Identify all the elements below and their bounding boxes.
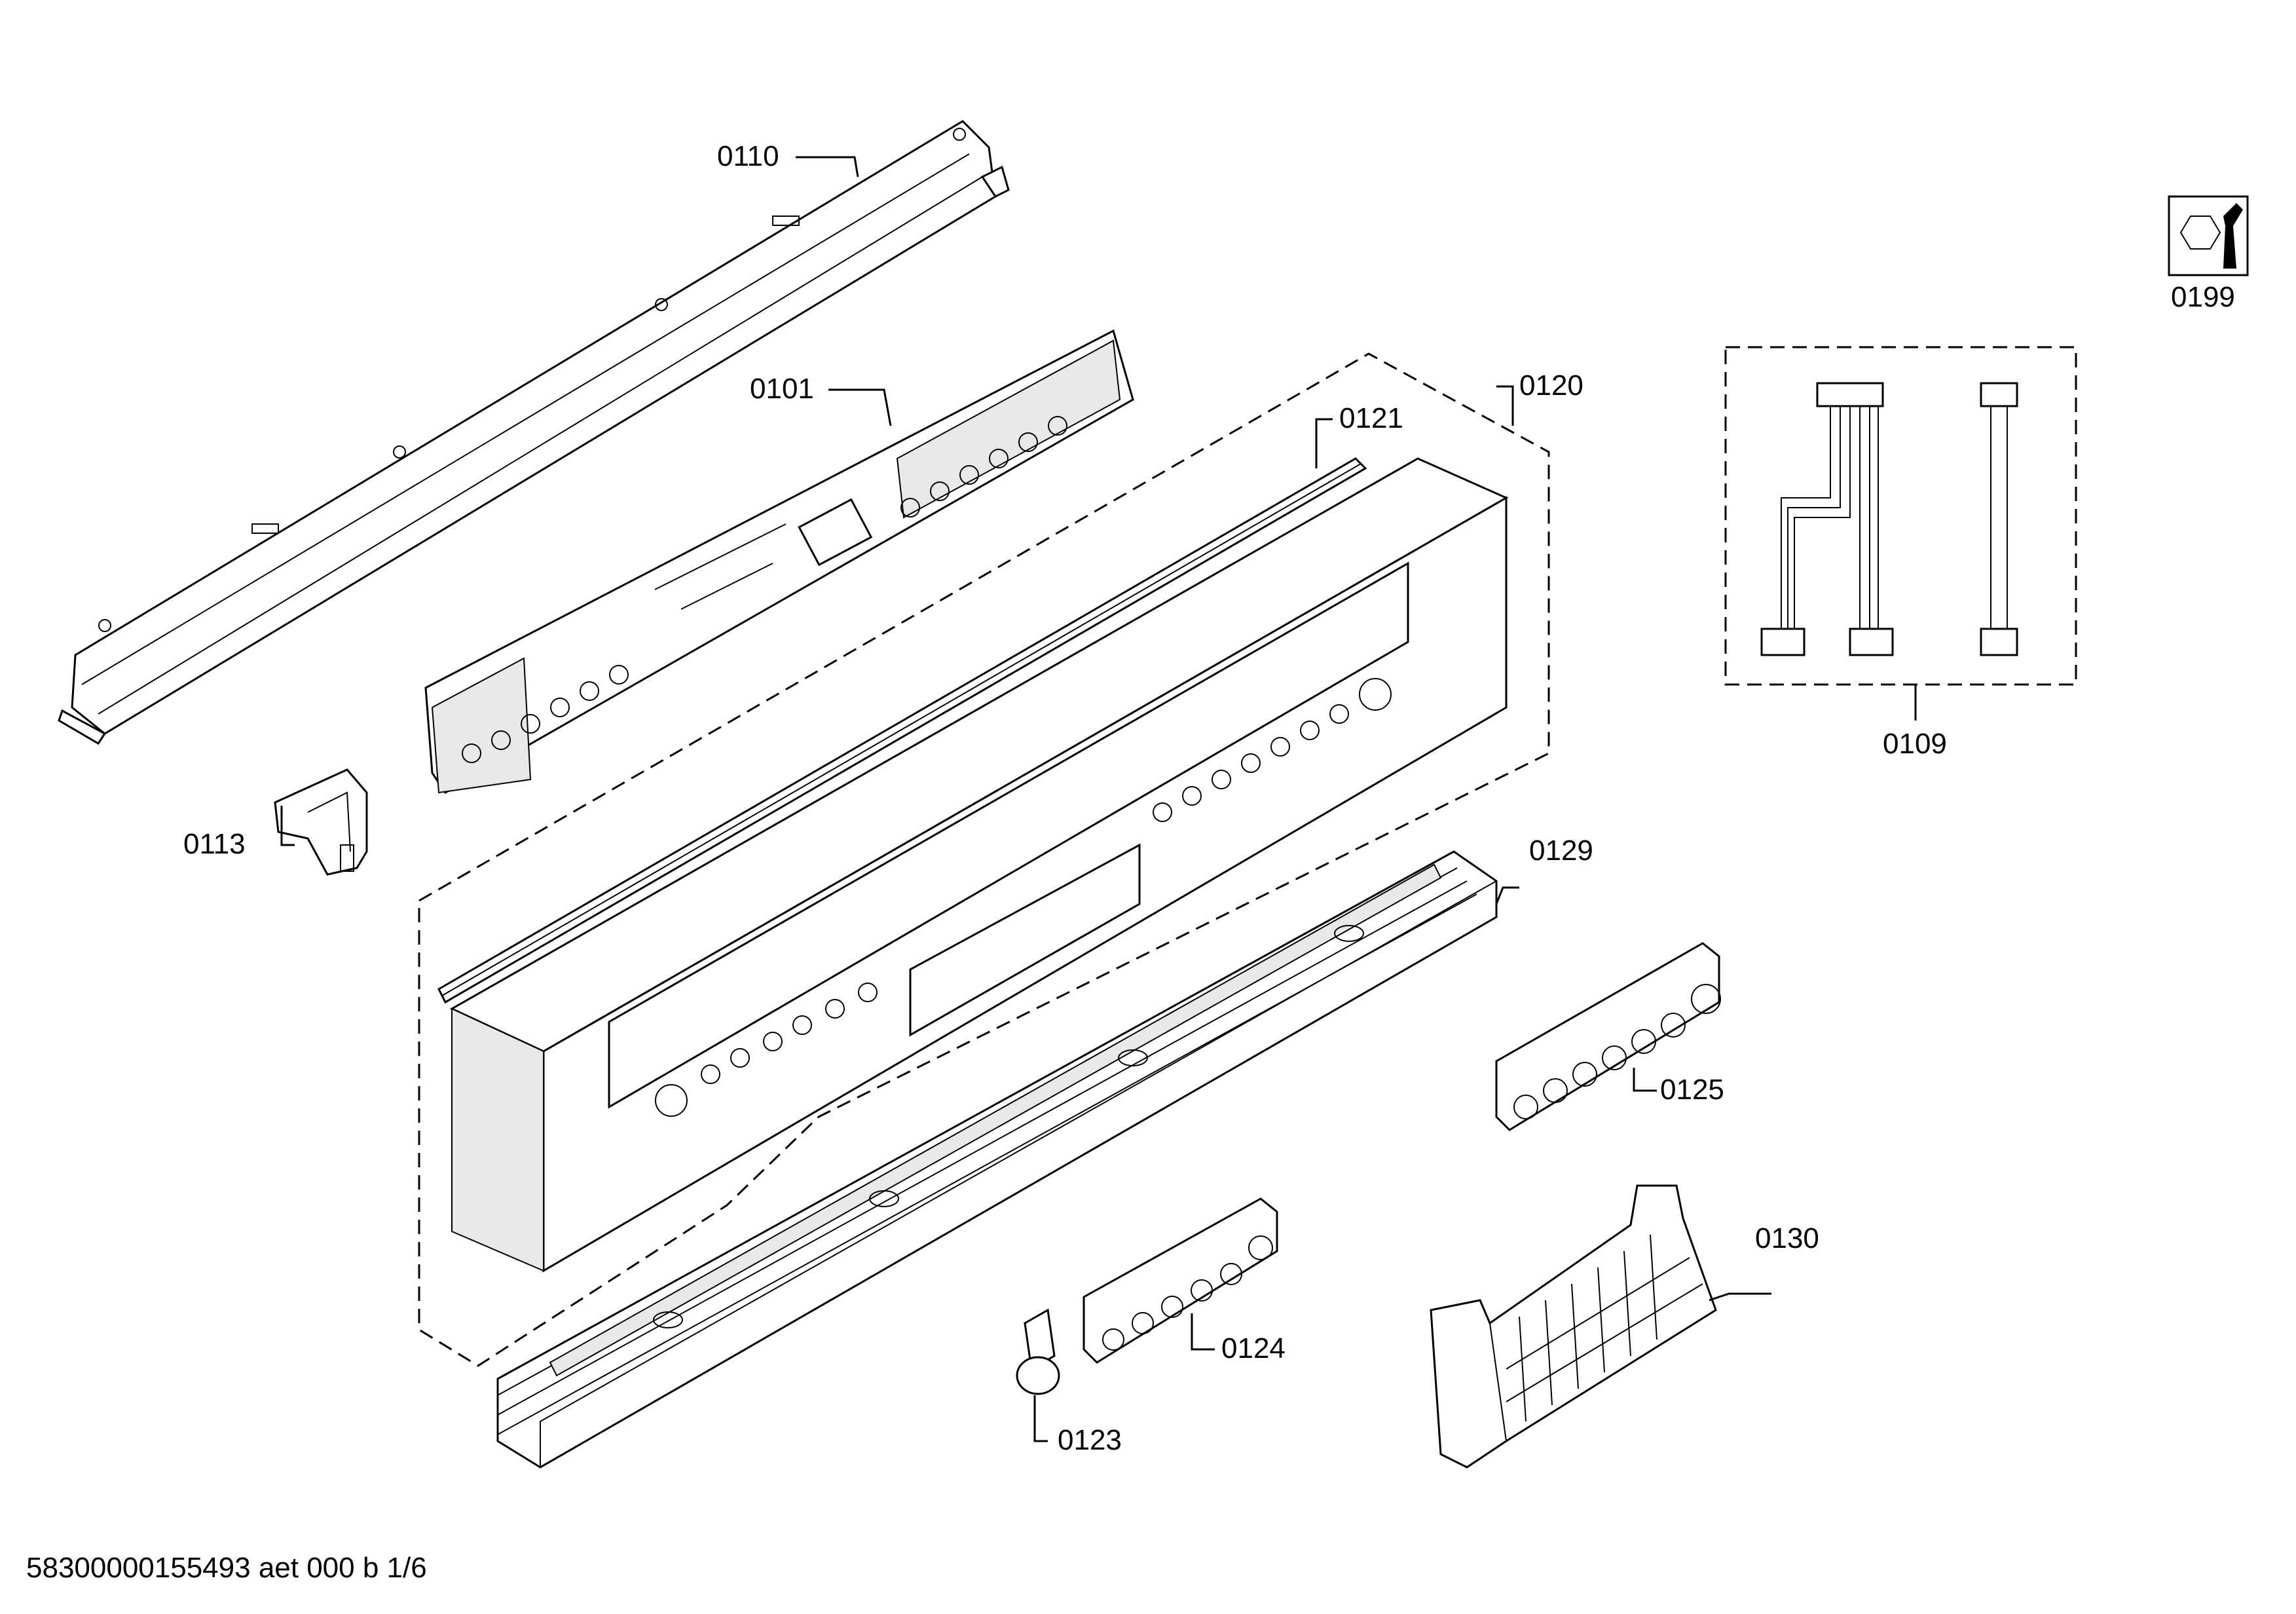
assembly-0120-outline	[418, 352, 1550, 1367]
label-0129: 0129	[1529, 835, 1593, 867]
part-0130-holder[interactable]	[1430, 1184, 1717, 1469]
label-0123: 0123	[1058, 1424, 1122, 1456]
label-0113: 0113	[183, 828, 246, 860]
part-0124-button-carrier[interactable]	[1083, 1197, 1278, 1364]
wrench-nut-icon	[2168, 195, 2249, 276]
part-0113-bracket[interactable]	[274, 768, 368, 876]
label-0199: 0199	[2171, 281, 2235, 313]
part-labels: 0110 0101 0121 0120 0199 0109 0113 0129 …	[183, 140, 2235, 1456]
part-0123-button[interactable]	[1016, 1308, 1060, 1395]
label-0109: 0109	[1883, 728, 1947, 760]
label-0130: 0130	[1755, 1222, 1819, 1254]
control-panel-front[interactable]	[449, 457, 1509, 1273]
part-0109-cable-harness[interactable]	[1724, 346, 2077, 686]
document-footer: 58300000155493 aet 000 b 1/6	[26, 1552, 427, 1584]
part-0125-button-carrier[interactable]	[1495, 942, 1721, 1131]
part-0110-top-rail[interactable]	[58, 120, 1010, 745]
label-0120: 0120	[1519, 369, 1583, 402]
label-0101: 0101	[750, 373, 814, 405]
label-0125: 0125	[1660, 1074, 1724, 1106]
part-0129-bottom-trim[interactable]	[496, 850, 1498, 1469]
label-0110: 0110	[717, 140, 779, 172]
label-0124: 0124	[1221, 1332, 1286, 1364]
label-0121: 0121	[1339, 402, 1403, 434]
part-0101-control-module[interactable]	[424, 329, 1134, 794]
leader-lines	[280, 156, 1917, 1442]
part-0121-strip[interactable]	[437, 457, 1367, 1004]
